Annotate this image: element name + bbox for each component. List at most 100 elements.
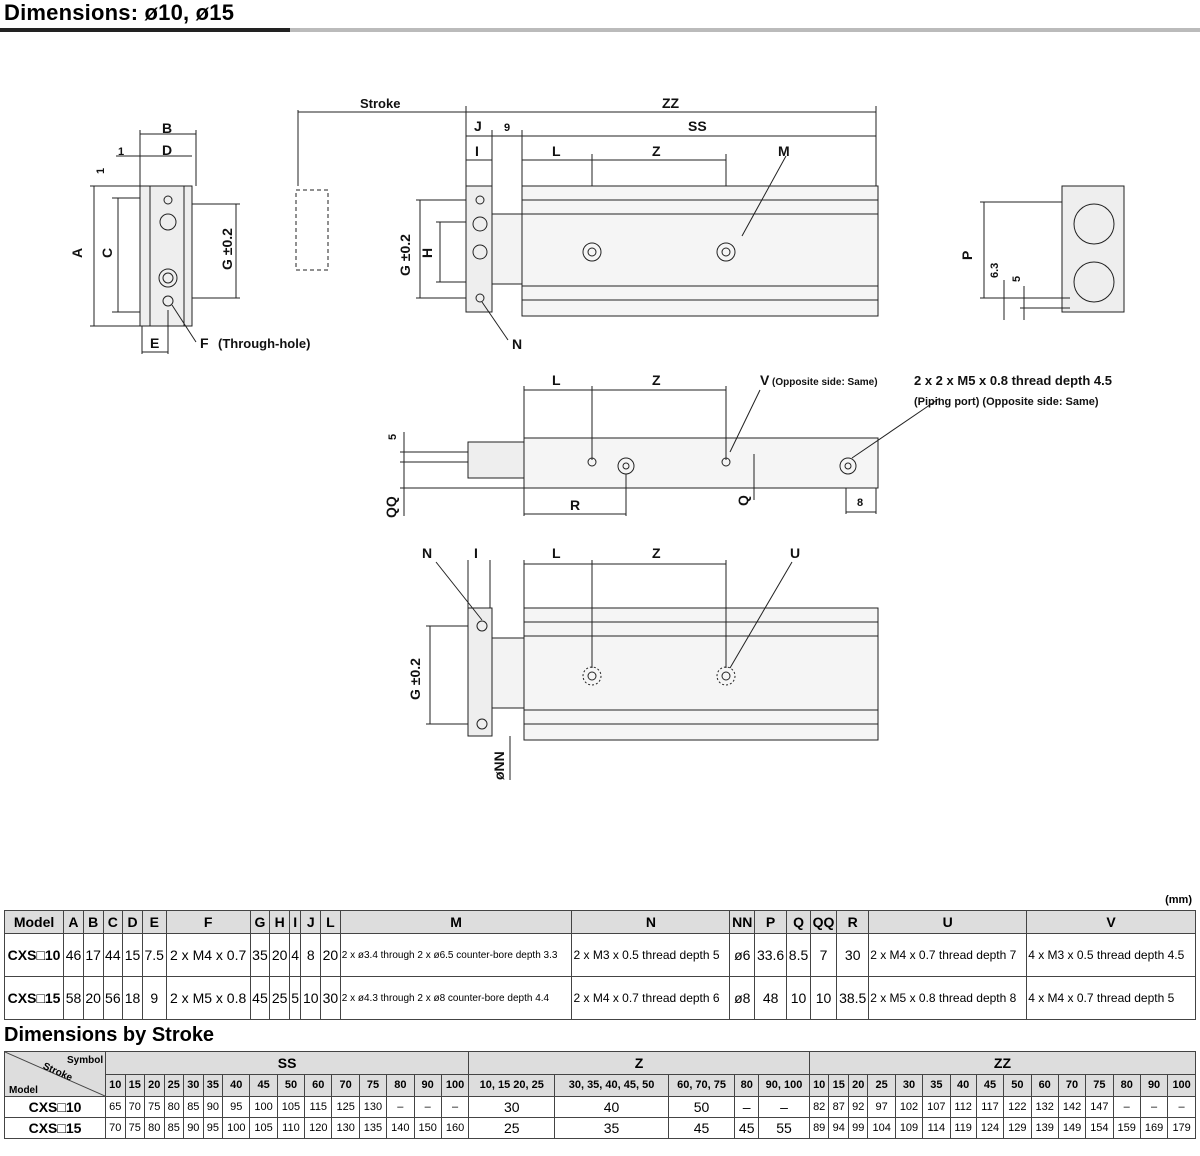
value-cell: – bbox=[440, 1096, 470, 1118]
stroke-header: 80 bbox=[734, 1073, 760, 1097]
dim-label-6-3: 6.3 bbox=[989, 263, 1001, 278]
value-cell: 33.6 bbox=[754, 933, 788, 977]
stroke-header: 20 bbox=[144, 1073, 165, 1097]
value-cell: 75 bbox=[144, 1096, 165, 1118]
col-header-g: G bbox=[249, 910, 271, 934]
value-cell: 85 bbox=[183, 1096, 204, 1118]
stroke-header: 90 bbox=[1139, 1073, 1169, 1097]
value-cell: 114 bbox=[922, 1117, 951, 1139]
value-cell: 122 bbox=[1003, 1096, 1032, 1118]
stroke-header: 80 bbox=[1112, 1073, 1141, 1097]
value-cell: 95 bbox=[202, 1117, 224, 1139]
value-cell: 17 bbox=[82, 933, 104, 977]
stroke-header: 90 bbox=[413, 1073, 442, 1097]
stroke-header: 30, 35, 40, 45, 50 bbox=[554, 1073, 669, 1097]
dim-label-B: B bbox=[162, 120, 172, 136]
value-cell: 70 bbox=[124, 1096, 146, 1118]
value-cell: 2 x ø4.3 through 2 x ø8 counter-bore dep… bbox=[339, 976, 573, 1020]
stroke-header: 25 bbox=[867, 1073, 896, 1097]
value-cell: 125 bbox=[331, 1096, 360, 1118]
value-cell: 100 bbox=[222, 1117, 251, 1139]
col-header-l: L bbox=[320, 910, 341, 934]
model-cell: CXS□15 bbox=[4, 1117, 106, 1139]
value-cell: – bbox=[1112, 1096, 1141, 1118]
value-cell: 58 bbox=[63, 976, 84, 1020]
stroke-header: 10, 15 20, 25 bbox=[468, 1073, 556, 1097]
value-cell: 112 bbox=[949, 1096, 977, 1118]
col-header-d: D bbox=[122, 910, 143, 934]
value-cell: 150 bbox=[413, 1117, 442, 1139]
col-header-b: B bbox=[82, 910, 104, 934]
title-rule bbox=[0, 28, 1200, 32]
value-cell: 40 bbox=[554, 1096, 669, 1118]
corner-symbol: Symbol bbox=[67, 1055, 103, 1066]
col-header-u: U bbox=[868, 910, 1028, 934]
dim-label-R: R bbox=[570, 497, 580, 513]
dim-label-ZZ: ZZ bbox=[662, 95, 680, 111]
value-cell: 105 bbox=[276, 1096, 306, 1118]
stroke-header: 40 bbox=[222, 1073, 251, 1097]
dim-label-5-right: 5 bbox=[1011, 276, 1023, 282]
value-cell: 20 bbox=[82, 976, 104, 1020]
unit-label: (mm) bbox=[1165, 894, 1192, 906]
group-header-z: Z bbox=[468, 1051, 810, 1075]
value-cell: 135 bbox=[358, 1117, 388, 1139]
value-cell: – bbox=[413, 1096, 442, 1118]
value-cell: 142 bbox=[1057, 1096, 1087, 1118]
value-cell: 20 bbox=[320, 933, 341, 977]
value-cell: 2 x M3 x 0.5 thread depth 5 bbox=[571, 933, 731, 977]
stroke-header: 15 bbox=[828, 1073, 849, 1097]
value-cell: 56 bbox=[102, 976, 124, 1020]
value-cell: 10 bbox=[300, 976, 322, 1020]
value-cell: 102 bbox=[894, 1096, 924, 1118]
stroke-header: 40 bbox=[949, 1073, 977, 1097]
title-rule-accent bbox=[0, 28, 290, 32]
group-header-ss: SS bbox=[104, 1051, 470, 1075]
value-cell: ø8 bbox=[729, 976, 756, 1020]
value-cell: 89 bbox=[808, 1117, 830, 1139]
col-header-nn: NN bbox=[729, 910, 756, 934]
dim-label-1b: 1 bbox=[95, 168, 107, 174]
value-cell: 90 bbox=[183, 1117, 204, 1139]
stroke-header: 75 bbox=[1085, 1073, 1114, 1097]
bottom-view bbox=[426, 560, 879, 780]
value-cell: 115 bbox=[304, 1096, 333, 1118]
value-cell: 20 bbox=[269, 933, 290, 977]
stroke-header: 80 bbox=[386, 1073, 415, 1097]
value-cell: 85 bbox=[163, 1117, 185, 1139]
stroke-table-title: Dimensions by Stroke bbox=[4, 1024, 215, 1046]
stroke-header: 50 bbox=[1003, 1073, 1032, 1097]
value-cell: 100 bbox=[249, 1096, 278, 1118]
col-header-qq: QQ bbox=[809, 910, 838, 934]
value-cell: 99 bbox=[847, 1117, 869, 1139]
value-cell: 4 x M4 x 0.7 thread depth 5 bbox=[1026, 976, 1196, 1020]
value-cell: ø6 bbox=[729, 933, 756, 977]
dim-label-Z-top: Z bbox=[652, 143, 661, 159]
value-cell: 35 bbox=[554, 1117, 669, 1139]
value-cell: 5 bbox=[288, 976, 302, 1020]
value-cell: – bbox=[734, 1096, 760, 1118]
col-header-r: R bbox=[836, 910, 870, 934]
stroke-header: 25 bbox=[163, 1073, 185, 1097]
dim-label-U: U bbox=[790, 545, 800, 561]
col-header-e: E bbox=[141, 910, 167, 934]
value-cell: 30 bbox=[320, 976, 341, 1020]
value-cell: 8 bbox=[300, 933, 322, 977]
dim-label-A: A bbox=[69, 248, 85, 258]
stroke-header: 60, 70, 75 bbox=[667, 1073, 736, 1097]
dim-label-C: C bbox=[99, 248, 115, 258]
value-cell: 94 bbox=[828, 1117, 849, 1139]
value-cell: 2 x M5 x 0.8 thread depth 8 bbox=[868, 976, 1028, 1020]
value-cell: 92 bbox=[847, 1096, 869, 1118]
value-cell: 159 bbox=[1112, 1117, 1141, 1139]
value-cell: 80 bbox=[144, 1117, 165, 1139]
model-cell: CXS□10 bbox=[3, 933, 65, 977]
dim-label-SS: SS bbox=[688, 118, 707, 134]
dim-label-5-side: 5 bbox=[387, 434, 399, 440]
dim-label-V-note: (Opposite side: Same) bbox=[772, 377, 878, 388]
stroke-header: 90, 100 bbox=[758, 1073, 810, 1097]
